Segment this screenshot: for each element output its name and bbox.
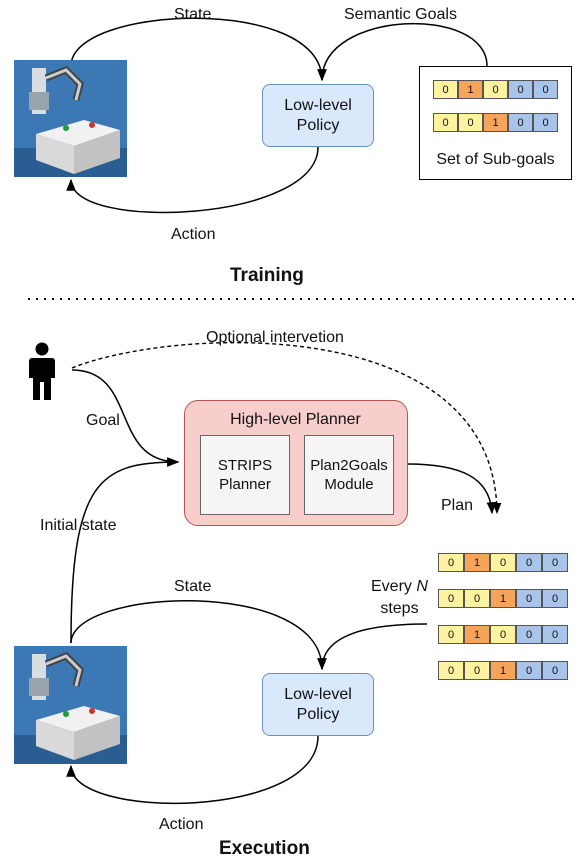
subgoal-cell: 0	[533, 113, 558, 132]
subgoal-cell: 0	[464, 589, 490, 608]
subgoal-cell: 0	[490, 553, 516, 572]
subgoal-cell: 0	[542, 589, 568, 608]
every-n-steps-label: Every N steps	[371, 576, 428, 620]
strips-line1: STRIPS	[217, 457, 273, 474]
subgoal-cell: 1	[464, 553, 490, 572]
subgoal-cell: 0	[542, 553, 568, 572]
subgoal-set-caption: Set of Sub-goals	[436, 151, 555, 168]
subgoal-cell: 0	[458, 113, 483, 132]
high-level-planner: High-level Planner STRIPS Planner Plan2G…	[184, 400, 408, 526]
subgoal-cell: 1	[464, 625, 490, 644]
subgoal-cell: 0	[516, 553, 542, 572]
strips-planner: STRIPS Planner	[200, 435, 290, 515]
training-state-label: State	[174, 6, 212, 23]
subgoal-cell: 0	[508, 113, 533, 132]
semantic-goals-label: Semantic Goals	[344, 6, 457, 23]
subgoal-cell: 0	[438, 589, 464, 608]
training-goals-arrow	[317, 22, 488, 82]
subgoal-cell: 0	[516, 661, 542, 680]
goal-arrow	[71, 369, 180, 467]
subgoal-cell: 1	[490, 589, 516, 608]
every-prefix: Every	[371, 578, 412, 595]
optional-intervention-label: Optional intervetion	[206, 329, 344, 346]
execution-action-label: Action	[159, 816, 204, 833]
subgoal-cell: 0	[542, 625, 568, 644]
subgoal-cell: 0	[433, 113, 458, 132]
exec-policy-line1: Low-level	[284, 685, 352, 703]
execution-action-arrow	[66, 735, 319, 805]
subgoal-cell: 0	[464, 661, 490, 680]
planner-title: High-level Planner	[230, 411, 361, 428]
subgoal-cell: 0	[516, 625, 542, 644]
subgoal-cell: 0	[438, 661, 464, 680]
subgoal-cell: 0	[533, 80, 558, 99]
robot-arm-image-execution	[14, 646, 127, 764]
plan2goals-module: Plan2Goals Module	[304, 435, 394, 515]
subgoal-cell: 0	[438, 553, 464, 572]
subgoal-cell: 0	[508, 80, 533, 99]
goal-label: Goal	[86, 412, 120, 429]
execution-state-label: State	[174, 578, 212, 595]
subgoal-cell: 0	[438, 625, 464, 644]
training-title: Training	[230, 265, 304, 286]
training-action-arrow	[66, 146, 319, 214]
training-state-arrow	[70, 17, 327, 82]
subgoal-cell: 0	[516, 589, 542, 608]
policy-line2: Policy	[296, 116, 340, 134]
training-action-label: Action	[171, 226, 216, 243]
subgoal-cell: 0	[542, 661, 568, 680]
initial-state-arrow	[70, 457, 180, 644]
plan2goals-line1: Plan2Goals	[310, 457, 388, 474]
execution-title: Execution	[219, 838, 310, 859]
subgoal-cell: 0	[433, 80, 458, 99]
every-n: N	[416, 578, 428, 595]
subgoal-cell: 1	[483, 113, 508, 132]
strips-line2: Planner	[219, 476, 271, 493]
plan-label: Plan	[441, 497, 474, 514]
subgoal-cell: 0	[483, 80, 508, 99]
subgoal-cell: 1	[490, 661, 516, 680]
plan2goals-line2: Module	[324, 476, 374, 493]
execution-state-arrow	[70, 600, 327, 671]
every-n-steps-arrow	[317, 623, 428, 671]
subgoal-cell: 0	[490, 625, 516, 644]
exec-policy-line2: Policy	[296, 705, 340, 723]
every-suffix: steps	[380, 600, 419, 617]
subgoal-cell: 1	[458, 80, 483, 99]
training-low-level-policy: Low-level Policy	[262, 84, 374, 147]
plan-arrow	[406, 463, 497, 515]
initial-state-label: Initial state	[40, 517, 117, 534]
execution-low-level-policy: Low-level Policy	[262, 673, 374, 736]
person-icon	[28, 342, 56, 402]
policy-line1: Low-level	[284, 96, 352, 114]
robot-arm-image	[14, 60, 127, 177]
